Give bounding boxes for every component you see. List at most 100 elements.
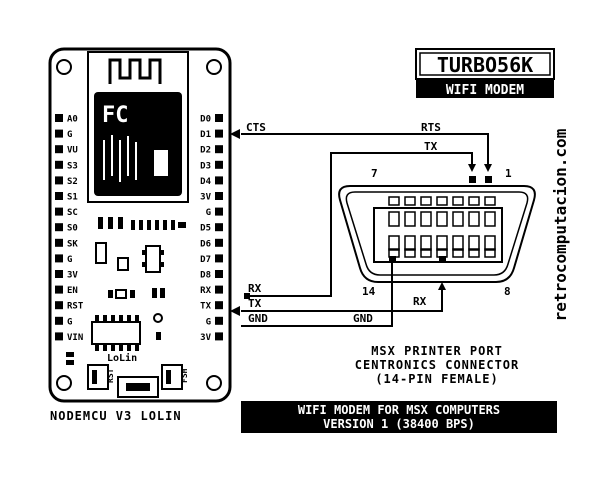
arrow-left-icon (230, 306, 240, 316)
footer-line-1: WIFI MODEM FOR MSX COMPUTERS (298, 403, 500, 417)
pin-pad-icon (215, 145, 223, 154)
contact-blade (436, 235, 448, 251)
connector-caption-3: (14-PIN FEMALE) (375, 372, 498, 386)
pin-pad-icon (55, 176, 63, 185)
contact-square (468, 248, 480, 258)
contact-blade (484, 211, 496, 227)
left-pin-label: S0 (67, 224, 78, 234)
pin-pad-icon (55, 114, 63, 122)
title-block: TURBO56K WIFI MODEM (415, 48, 555, 98)
contact-blade (436, 211, 448, 227)
right-pin-label: 3V (200, 333, 211, 343)
contact-blade (404, 211, 416, 227)
right-pin-label: D3 (200, 161, 211, 171)
rst-button-label: RST (106, 368, 115, 383)
pin-7-label: 7 (371, 167, 378, 180)
left-pin-label: A0 (67, 115, 78, 125)
gnd-wire (241, 262, 393, 327)
board-components (98, 217, 186, 230)
left-pin-label: RST (67, 302, 84, 312)
contact-blade (484, 235, 496, 251)
contact-square (404, 196, 416, 206)
left-pin-label: SK (67, 239, 78, 249)
connector-caption-1: MSX PRINTER PORT (371, 344, 503, 358)
esp-module (87, 51, 189, 203)
contact-square (484, 248, 496, 258)
left-pin-label: EN (67, 286, 78, 296)
right-pin-label: D1 (200, 130, 211, 140)
arrow-down-icon (484, 164, 492, 172)
pin-pad-icon (55, 332, 63, 341)
right-pin-label: 3V (200, 193, 211, 203)
pin-pad-icon (215, 254, 223, 263)
contact-blade (420, 235, 432, 251)
right-pin-label: G (206, 208, 211, 218)
flash-button[interactable] (161, 364, 183, 390)
fcc-logo-icon: FC (102, 103, 129, 128)
cts-label: CTS (246, 121, 266, 134)
footer-banner: WIFI MODEM FOR MSX COMPUTERS VERSION 1 (… (241, 401, 557, 433)
right-pin-label: D5 (200, 224, 211, 234)
wire-junctions (244, 176, 492, 299)
left-pin-label: VIN (67, 333, 83, 343)
pin-8-label: 8 (504, 285, 511, 298)
pin-pad-icon (55, 270, 63, 278)
pin-pad-icon (55, 207, 63, 216)
rst-button[interactable] (87, 364, 109, 390)
board-outline (48, 47, 232, 403)
pin-pad-icon (215, 207, 223, 216)
pin-pad-icon (215, 285, 223, 294)
pin-pad-icon (55, 301, 63, 310)
pin-pad-icon (55, 145, 63, 154)
led (115, 289, 127, 299)
rx-to-tx-wire (247, 152, 473, 297)
right-pin-label: RX (200, 286, 211, 296)
pin-pad-icon (215, 129, 223, 138)
contact-square (484, 196, 496, 206)
footer-line-2: VERSION 1 (38400 BPS) (323, 417, 475, 431)
contact-blade (452, 211, 464, 227)
contact-blade (468, 211, 480, 227)
capacitor (95, 242, 107, 264)
pin-pad-icon (215, 176, 223, 185)
brand-title: TURBO56K (437, 53, 533, 77)
gnd-label-left: GND (248, 312, 268, 325)
rts-label: RTS (421, 121, 441, 134)
usb-serial-chip (91, 321, 141, 345)
mount-hole-icon (56, 59, 72, 75)
micro-usb-port-icon (117, 376, 159, 398)
pin-pad-icon (55, 160, 63, 169)
pin-pad-icon (215, 316, 223, 325)
left-pin-label: S3 (67, 161, 78, 171)
contact-square (452, 196, 464, 206)
contact-square (420, 196, 432, 206)
left-pin-label: SC (67, 208, 78, 218)
board-name: NODEMCU V3 LOLIN (50, 409, 182, 423)
right-pin-label: G (206, 317, 211, 327)
contact-square (452, 248, 464, 258)
left-pin-label: G (67, 317, 72, 327)
contact-square (420, 248, 432, 258)
gnd-label-mid: GND (353, 312, 373, 325)
pin-pad-icon (55, 192, 63, 200)
pin-pad-icon (215, 192, 223, 200)
arrowheads (230, 129, 492, 316)
left-pin-label: G (67, 255, 72, 265)
right-pin-label: D4 (200, 177, 211, 187)
contact-square (388, 196, 400, 206)
contact-blade (388, 235, 400, 251)
contact-square (388, 248, 400, 258)
brand-subtitle: WIFI MODEM (446, 83, 524, 98)
contact-square (436, 248, 448, 258)
rx-label-left: RX (248, 282, 262, 295)
pin-14-label: 14 (362, 285, 376, 298)
antenna-trace-icon (108, 58, 162, 84)
pin-pad-icon (55, 223, 63, 232)
arrow-left-icon (230, 129, 240, 139)
right-pin-label: D0 (200, 115, 211, 125)
pin-pad-icon (215, 301, 223, 310)
contact-blade (388, 211, 400, 227)
mount-hole-icon (206, 375, 222, 391)
